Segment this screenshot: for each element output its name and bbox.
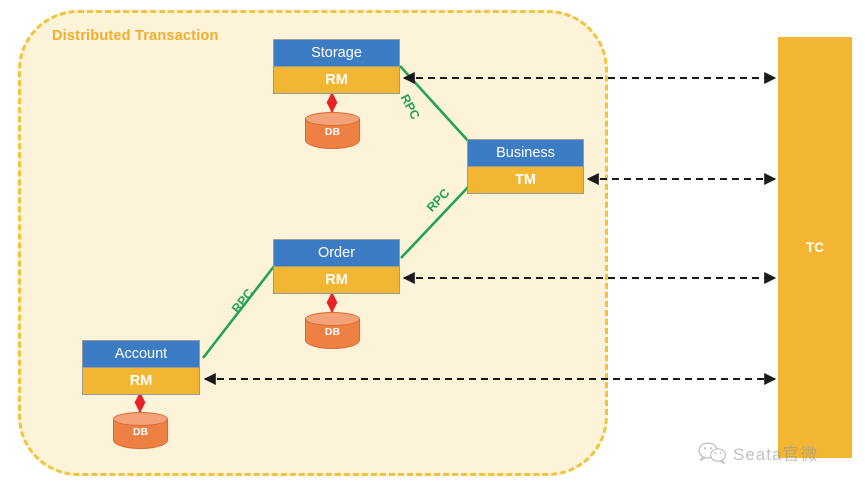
service-name-storage: Storage — [274, 40, 399, 67]
watermark-text: Seata官微 — [733, 445, 819, 464]
service-box-storage[interactable]: Storage RM — [273, 39, 400, 94]
tc-label: TC — [806, 240, 824, 255]
service-box-account[interactable]: Account RM — [82, 340, 200, 395]
watermark: Seata官微 — [697, 440, 818, 465]
distributed-transaction-title: Distributed Transaction — [52, 28, 219, 44]
wechat-icon — [698, 441, 727, 464]
db-label-order: DB — [324, 326, 341, 338]
db-label-storage: DB — [324, 126, 341, 138]
service-role-storage: RM — [325, 72, 348, 88]
db-cylinder-top — [305, 312, 360, 326]
service-box-business[interactable]: Business TM — [467, 139, 584, 194]
db-cylinder-top — [113, 412, 168, 426]
database-order: DB — [305, 312, 360, 352]
service-box-order[interactable]: Order RM — [273, 239, 400, 294]
db-cylinder-top — [305, 112, 360, 126]
service-role-account: RM — [129, 373, 153, 389]
db-label-account: DB — [132, 426, 149, 438]
service-role-business: TM — [515, 172, 536, 188]
service-name-business: Business — [468, 140, 583, 167]
service-name-account: Account — [83, 341, 199, 368]
service-name-order: Order — [274, 240, 399, 267]
tc-coordinator-box: TC — [778, 37, 852, 458]
database-account: DB — [113, 412, 168, 452]
database-storage: DB — [305, 112, 360, 152]
service-role-order: RM — [325, 272, 348, 288]
